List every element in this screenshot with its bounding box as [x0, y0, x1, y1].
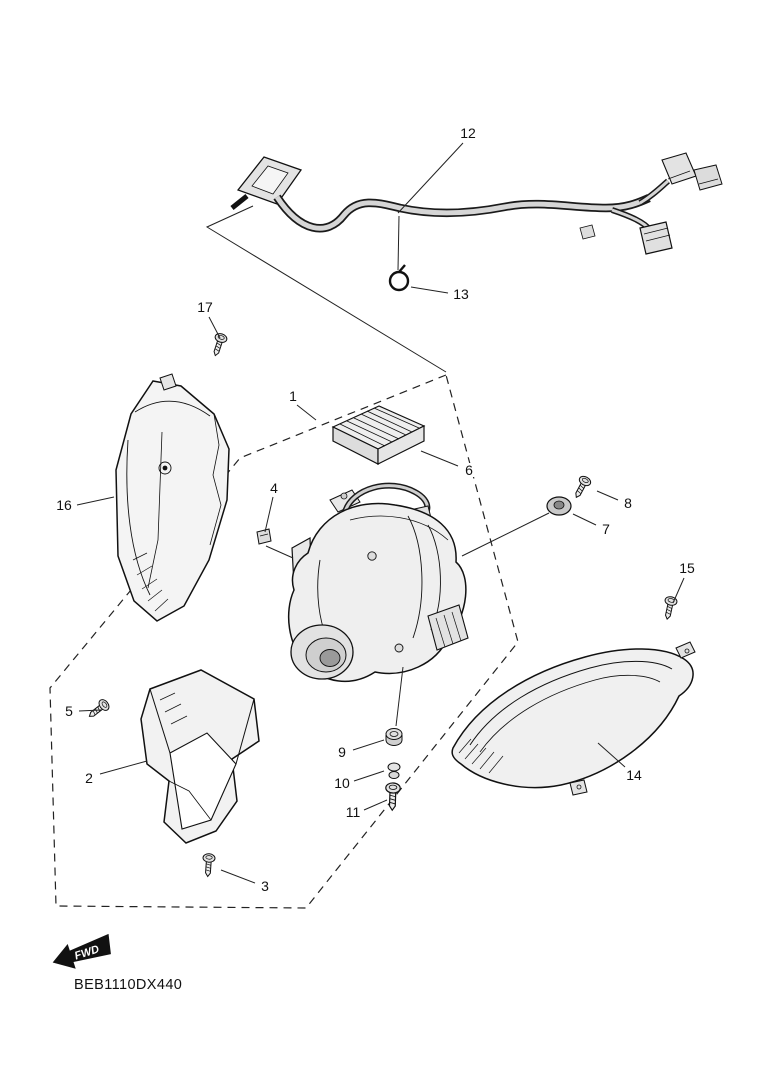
- callout-1: 1: [288, 388, 298, 404]
- reference-lines: [205, 205, 447, 373]
- callout-3: 3: [260, 878, 270, 894]
- callout-6: 6: [464, 462, 474, 478]
- lower-cover-bracket: [140, 669, 260, 844]
- screw-5: [85, 697, 112, 722]
- fwd-label: FWD: [73, 943, 101, 962]
- screw-15: [660, 595, 679, 621]
- callout-9: 9: [337, 744, 347, 760]
- diagram-code: BEB1110DX440: [74, 977, 183, 993]
- harness-clamp: [388, 215, 410, 292]
- callout-16: 16: [55, 497, 73, 513]
- lens-unit-right: [451, 641, 696, 796]
- projector-lens: [290, 624, 354, 680]
- callout-17: 17: [196, 299, 214, 315]
- wire-harness: [230, 152, 723, 255]
- fwd-arrow: FWD: [52, 933, 111, 969]
- callout-13: 13: [452, 286, 470, 302]
- screw-8: [570, 473, 593, 501]
- callout-5: 5: [64, 703, 74, 719]
- collar-10: [387, 762, 401, 779]
- callout-4: 4: [269, 480, 279, 496]
- callout-11: 11: [344, 804, 362, 820]
- callout-10: 10: [333, 775, 351, 791]
- clip-4: [256, 528, 272, 545]
- callout-14: 14: [625, 767, 643, 783]
- control-unit-module: [331, 405, 426, 465]
- callout-15: 15: [678, 560, 696, 576]
- callout-2: 2: [84, 770, 94, 786]
- callout-12: 12: [459, 125, 477, 141]
- nut-9: [385, 728, 403, 746]
- bolt-11: [384, 782, 401, 812]
- grommet-7: [546, 496, 572, 516]
- leader-lines: [76, 142, 685, 884]
- screw-3: [201, 852, 216, 878]
- callout-7: 7: [601, 521, 611, 537]
- callout-8: 8: [623, 495, 633, 511]
- tail-light-unit-left: [115, 373, 230, 622]
- main-light-assembly: [265, 482, 550, 727]
